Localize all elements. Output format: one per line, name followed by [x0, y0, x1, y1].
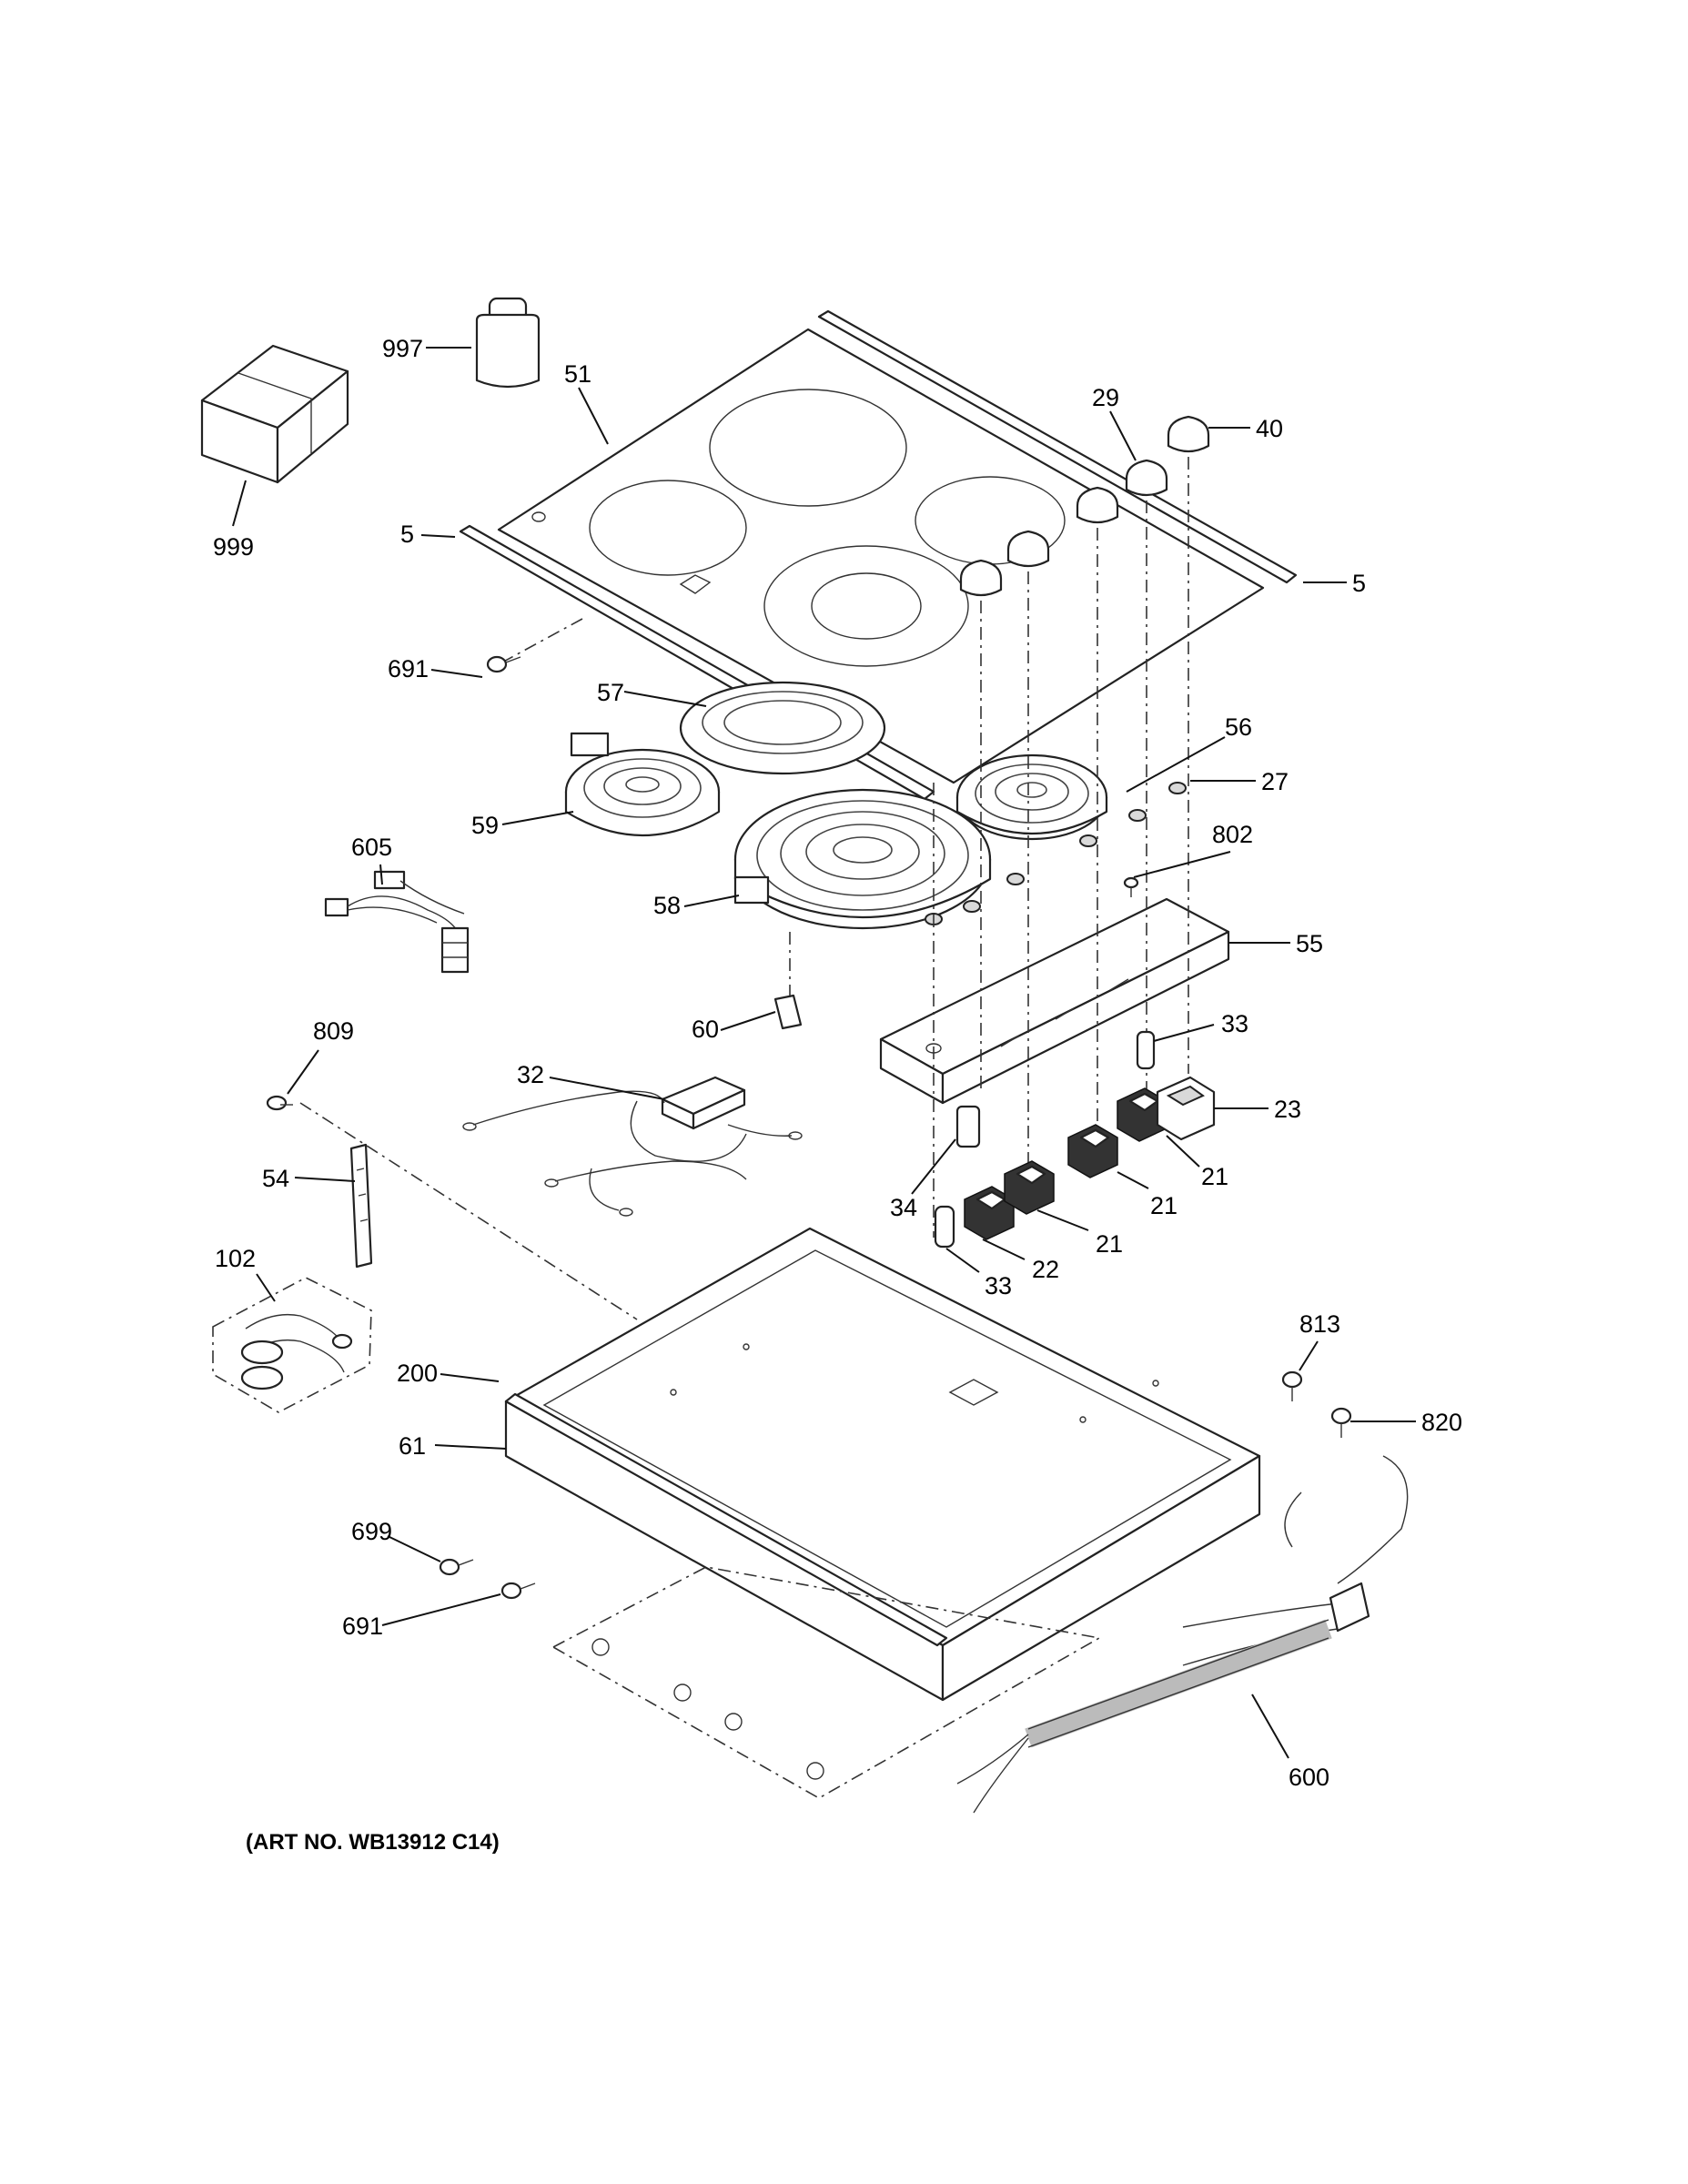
infinite-switches-part	[964, 1076, 1216, 1240]
limiter-clip-part	[773, 932, 803, 1030]
callout-820: 820	[1421, 1409, 1462, 1436]
callout-5-left: 5	[400, 521, 414, 548]
radiant-element-large-part	[733, 788, 992, 930]
mounting-bracket-strip-part	[349, 1143, 373, 1269]
callout-802: 802	[1212, 821, 1253, 848]
callout-691-top: 691	[388, 655, 429, 682]
callout-691-bottom: 691	[342, 1613, 383, 1640]
callout-51: 51	[564, 360, 591, 388]
callout-61: 61	[399, 1432, 426, 1460]
callout-5-right: 5	[1352, 570, 1366, 597]
callout-21-b: 21	[1150, 1192, 1178, 1219]
radiant-element-rear-part	[679, 681, 886, 775]
callout-33-lower: 33	[985, 1272, 1012, 1299]
callout-57: 57	[597, 679, 624, 706]
side-trim-right-part	[817, 309, 1298, 584]
callout-34: 34	[890, 1194, 917, 1221]
callout-56: 56	[1225, 713, 1252, 741]
art-number: (ART NO. WB13912 C14)	[246, 1830, 500, 1855]
callout-33-upper: 33	[1221, 1010, 1248, 1037]
callout-813: 813	[1299, 1310, 1340, 1338]
screw-809-part	[266, 1095, 293, 1111]
callout-200: 200	[397, 1360, 438, 1387]
callout-29: 29	[1092, 384, 1119, 411]
hardware-kit-part	[212, 1277, 372, 1413]
callout-699: 699	[351, 1518, 392, 1545]
leader-lines	[232, 347, 1416, 1759]
radiant-element-right-part	[955, 753, 1108, 841]
callout-27: 27	[1261, 768, 1289, 795]
callout-600: 600	[1289, 1764, 1329, 1791]
callout-605: 605	[351, 834, 392, 861]
callout-21-c: 21	[1096, 1230, 1123, 1258]
callout-labels: 997 999 51 5 5 29 40 691 57 56 27 59 605…	[213, 335, 1462, 1791]
callout-21-a: 21	[1201, 1163, 1228, 1190]
radiant-element-small-part	[564, 732, 721, 837]
callout-102: 102	[215, 1245, 256, 1272]
callout-997: 997	[382, 335, 423, 362]
assembly-lines	[299, 457, 1189, 1320]
callout-54: 54	[262, 1165, 289, 1192]
shipping-box-part	[200, 344, 349, 484]
callout-23: 23	[1274, 1096, 1301, 1123]
wire-harness-part	[324, 870, 470, 974]
callout-809: 809	[313, 1017, 354, 1045]
control-knobs-part	[959, 415, 1210, 597]
callout-32: 32	[517, 1061, 544, 1088]
terminal-block-wiring-part	[462, 1076, 803, 1217]
callout-58: 58	[653, 892, 681, 919]
control-bracket-part	[879, 897, 1230, 1105]
callout-40: 40	[1256, 415, 1283, 442]
screw-802-part	[1123, 876, 1139, 897]
callout-999: 999	[213, 533, 254, 561]
screws-699-691-part	[439, 655, 536, 1600]
insulation-pad-part	[551, 1566, 1102, 1799]
callout-60: 60	[692, 1016, 719, 1043]
callout-22: 22	[1032, 1256, 1059, 1283]
callout-55: 55	[1296, 930, 1323, 957]
callout-59: 59	[471, 812, 499, 839]
power-cord-part	[956, 1370, 1409, 1814]
cleaner-bottle-part	[475, 297, 541, 389]
indicator-lights-part	[934, 1030, 1156, 1249]
cooktop-body-part	[504, 1227, 1261, 1702]
